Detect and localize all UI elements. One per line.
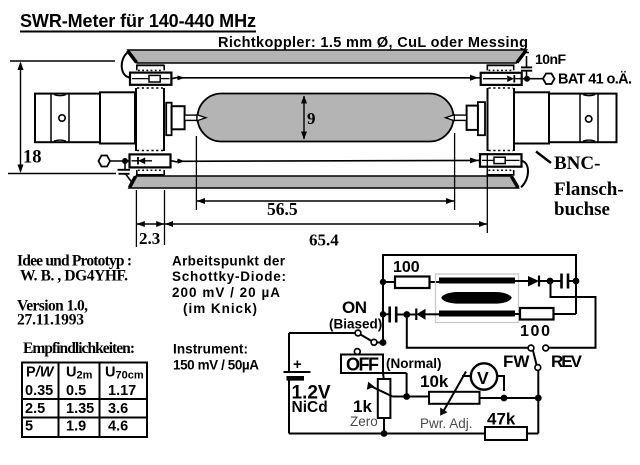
svg-text:OFF: OFF (346, 355, 379, 375)
svg-text:Idee und Prototyp :: Idee und Prototyp : (17, 253, 132, 270)
svg-text:9: 9 (307, 109, 316, 128)
svg-text:5: 5 (25, 419, 33, 435)
svg-text:Pwr. Adj.: Pwr. Adj. (420, 416, 473, 431)
svg-text:65.4: 65.4 (309, 231, 339, 250)
svg-text:U2m: U2m (66, 365, 93, 382)
svg-text:3.6: 3.6 (108, 401, 128, 417)
svg-text:W. B. , DG4YHF.: W. B. , DG4YHF. (20, 268, 128, 285)
svg-text:Zero: Zero (350, 414, 378, 429)
svg-text:BAT 41 o.Ä.: BAT 41 o.Ä. (558, 71, 632, 88)
svg-text:1.2V: 1.2V (292, 383, 331, 404)
svg-text:(Biased): (Biased) (329, 317, 382, 332)
svg-text:0.35: 0.35 (25, 383, 53, 399)
svg-text:(Normal): (Normal) (386, 356, 442, 371)
svg-text:10k: 10k (420, 372, 449, 391)
svg-text:Schottky-Diode:: Schottky-Diode: (172, 269, 286, 284)
svg-text:0.5: 0.5 (66, 383, 86, 399)
svg-text:56.5: 56.5 (267, 199, 298, 219)
svg-text:V: V (477, 368, 489, 388)
svg-text:1.9: 1.9 (66, 419, 86, 435)
svg-text:FW: FW (503, 352, 530, 371)
svg-text:Version 1.0,: Version 1.0, (17, 298, 88, 315)
svg-text:27.11.1993: 27.11.1993 (17, 312, 84, 329)
svg-text:10nF: 10nF (535, 51, 566, 67)
svg-text:(im Knick): (im Knick) (183, 301, 257, 316)
svg-text:P/W: P/W (26, 365, 55, 381)
svg-text:18: 18 (23, 148, 42, 168)
svg-text:2.3: 2.3 (139, 229, 160, 248)
svg-text:1.35: 1.35 (66, 401, 94, 417)
svg-text:Richtkoppler: 1.5 mm Ø, CuL od: Richtkoppler: 1.5 mm Ø, CuL oder Messing (218, 35, 528, 51)
svg-text:ON: ON (342, 298, 367, 317)
svg-text:150 mV / 50µA: 150 mV / 50µA (173, 358, 259, 373)
svg-text:REV: REV (551, 352, 583, 371)
svg-text:4.6: 4.6 (108, 419, 128, 435)
svg-text:Instrument:: Instrument: (173, 342, 248, 357)
svg-text:BNC-: BNC- (554, 153, 600, 174)
svg-text:NiCd: NiCd (292, 399, 328, 416)
svg-text:1.17: 1.17 (108, 383, 136, 399)
svg-text:100: 100 (520, 323, 550, 340)
svg-text:SWR-Meter für 140-440 MHz: SWR-Meter für 140-440 MHz (20, 11, 256, 31)
svg-text:Arbeitspunkt der: Arbeitspunkt der (172, 254, 286, 269)
svg-text:100: 100 (393, 259, 420, 276)
svg-text:U70cm: U70cm (105, 365, 144, 382)
svg-text:Flansch-: Flansch- (554, 179, 624, 200)
svg-text:buchse: buchse (554, 199, 610, 220)
svg-text:+: + (293, 356, 302, 373)
svg-text:Empfindlichkeiten:: Empfindlichkeiten: (23, 340, 135, 357)
svg-text:1k: 1k (353, 397, 372, 416)
svg-text:2.5: 2.5 (25, 401, 45, 417)
svg-text:200 mV / 20 µA: 200 mV / 20 µA (172, 285, 280, 300)
svg-text:47k: 47k (487, 410, 516, 429)
